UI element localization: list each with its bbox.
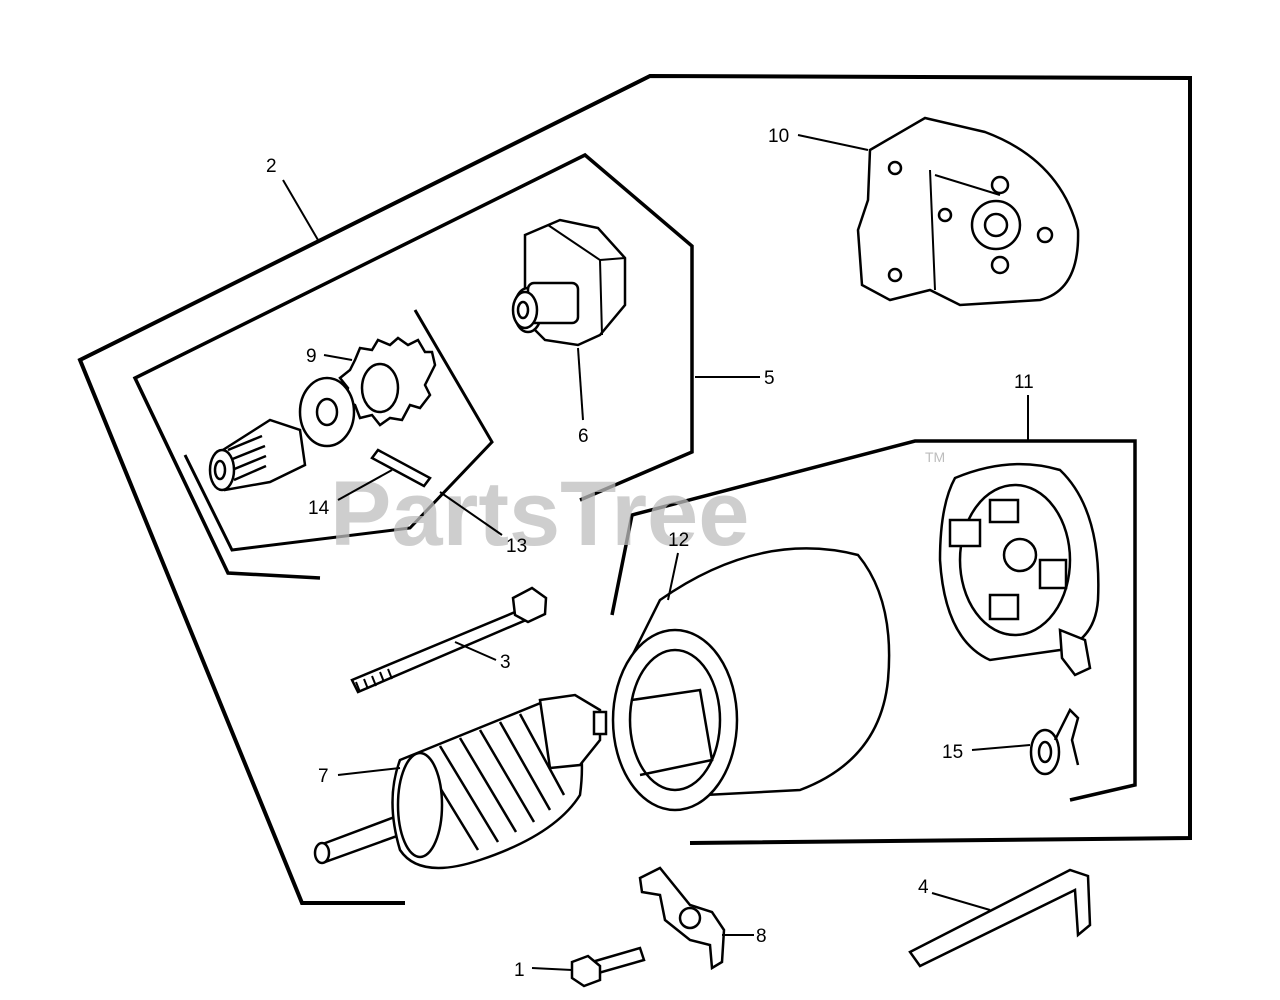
brush-spring-part: [1029, 707, 1080, 776]
leader-10: [797, 134, 869, 151]
leader-7: [337, 767, 401, 776]
washer-part: [298, 376, 356, 448]
callout-labels: 1 2 3 4 5 6 7 8 9 10 11 12 13 14 15: [266, 126, 1034, 981]
callout-13: 13: [506, 536, 527, 557]
callout-12: 12: [668, 530, 689, 551]
watermark-trademark: TM: [925, 449, 945, 465]
outline-main-assembly: [77, 73, 1192, 905]
leader-14: [337, 469, 393, 501]
watermark-text: PartsTree: [330, 463, 749, 565]
callout-3: 3: [500, 652, 511, 673]
outline-drive-assembly: [132, 152, 694, 580]
callout-15: 15: [942, 742, 963, 763]
callout-5: 5: [764, 368, 775, 389]
leader-lines: [282, 134, 1031, 971]
armature-part: [313, 693, 608, 870]
outline-pinion-group: [183, 309, 494, 552]
group-outlines: [77, 73, 1192, 905]
leader-9: [323, 354, 353, 361]
callout-11: 11: [1014, 372, 1034, 393]
drive-spring-part: [208, 418, 307, 492]
through-bolt-part: [350, 586, 548, 694]
leader-4: [931, 892, 991, 911]
leader-2: [282, 179, 319, 241]
brush-holder-part: [938, 462, 1100, 677]
callout-14: 14: [308, 498, 330, 519]
housing-frame-part: [611, 547, 891, 812]
callout-10: 10: [768, 126, 789, 147]
clip-part: [638, 866, 726, 971]
callout-9: 9: [306, 346, 317, 367]
mounting-bracket-part: [856, 116, 1080, 307]
callout-8: 8: [756, 926, 767, 947]
leader-1: [531, 967, 573, 971]
callout-6: 6: [578, 426, 589, 447]
leader-15: [971, 744, 1031, 751]
callout-2: 2: [266, 156, 277, 177]
leader-3: [454, 641, 497, 661]
callout-7: 7: [318, 766, 329, 787]
callout-1: 1: [514, 960, 525, 981]
drive-end-cap-part: [511, 218, 627, 347]
leader-6: [577, 347, 584, 421]
leader-13: [439, 491, 503, 536]
strap-part: [908, 868, 1092, 968]
callout-4: 4: [918, 877, 929, 898]
screw-part: [570, 946, 646, 988]
outline-housing-group: [610, 439, 1137, 802]
key-pin-part: [370, 448, 432, 488]
leader-12: [667, 552, 679, 601]
